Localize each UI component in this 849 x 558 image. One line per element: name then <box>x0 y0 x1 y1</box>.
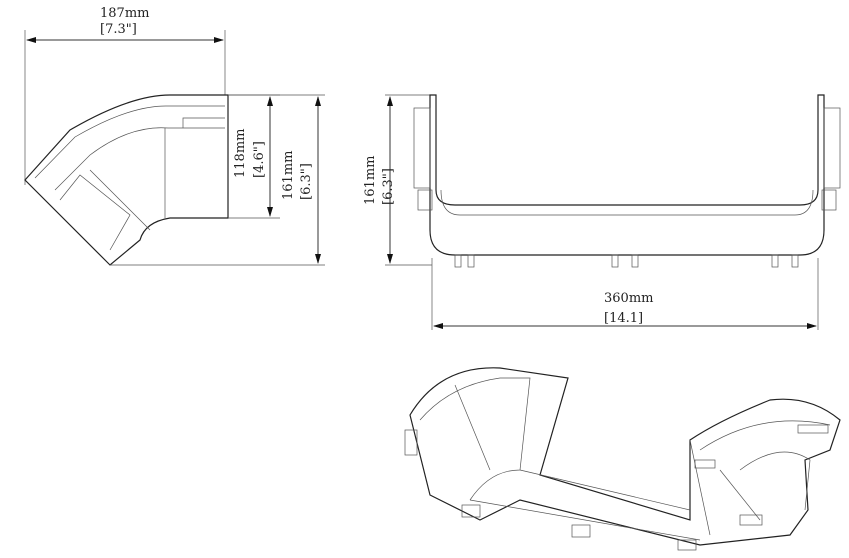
inner-height-mm-label: 118mm <box>233 129 248 178</box>
height-in-label: [6.3"] <box>299 163 314 200</box>
height-mm-label: 161mm <box>281 151 296 200</box>
length-in-label: [14.1] <box>604 311 643 326</box>
width-mm-label: 187mm <box>100 6 149 21</box>
inner-height-in-label: [4.6"] <box>252 141 267 178</box>
width-in-label: [7.3"] <box>100 22 137 37</box>
channel-front <box>429 94 825 256</box>
isometric-view <box>404 367 841 551</box>
bend-fitting-side <box>24 94 229 266</box>
front-height-mm-label: 161mm <box>363 156 378 205</box>
length-mm-label: 360mm <box>604 291 653 306</box>
front-view: 161mm [6.3"] 360mm [14.1] <box>363 94 841 330</box>
side-view: 187mm [7.3"] 118mm [4.6"] 161mm [6.3"] <box>24 6 325 266</box>
front-height-in-label: [6.3"] <box>381 168 396 205</box>
